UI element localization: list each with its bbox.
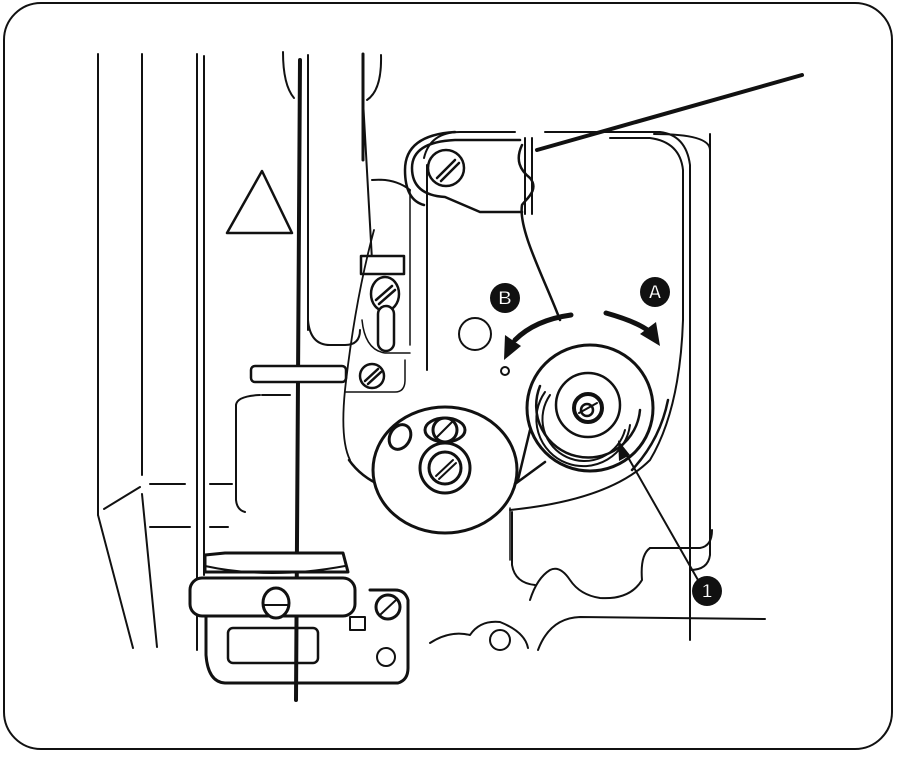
thread-take-up-lever (403, 130, 533, 215)
tension-plate (423, 131, 711, 641)
callout-b: B (490, 283, 520, 313)
callout-a-label: A (648, 283, 662, 304)
tension-disc (516, 343, 670, 482)
rotation-arrow-b (504, 312, 574, 360)
callout-1-label: 1 (702, 582, 713, 603)
rotation-arrow-a (603, 310, 660, 346)
lower-plate (235, 394, 766, 651)
callout-a: A (640, 277, 670, 307)
figure-frame (3, 2, 893, 750)
thread-guide-upper (249, 254, 411, 393)
callout-1-leader (618, 440, 699, 581)
callout-1: 1 (692, 576, 722, 606)
warning-triangle-icon (225, 169, 294, 235)
callout-b-label: B (498, 289, 512, 310)
machine-body-left (97, 53, 233, 651)
check-spring-disc (371, 405, 547, 561)
presser-foot (188, 551, 410, 685)
